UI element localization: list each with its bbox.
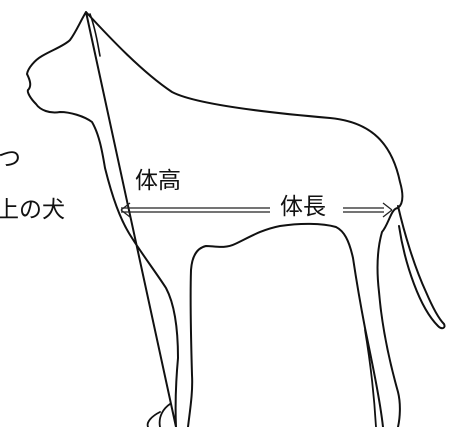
hind-leg-line: [364, 329, 377, 428]
ear-contour: [89, 13, 101, 57]
dog-tail: [397, 205, 446, 330]
height-label: 体高: [135, 168, 181, 194]
cut-off-text-1: つ: [0, 146, 21, 172]
length-label: 体長: [280, 194, 326, 220]
measurement-arrow-left: [120, 202, 270, 218]
front-paw: [146, 403, 171, 428]
measurement-arrow-right: [343, 202, 393, 218]
cut-off-text-2: 上の犬: [0, 197, 65, 223]
dog-outline: [26, 11, 404, 428]
